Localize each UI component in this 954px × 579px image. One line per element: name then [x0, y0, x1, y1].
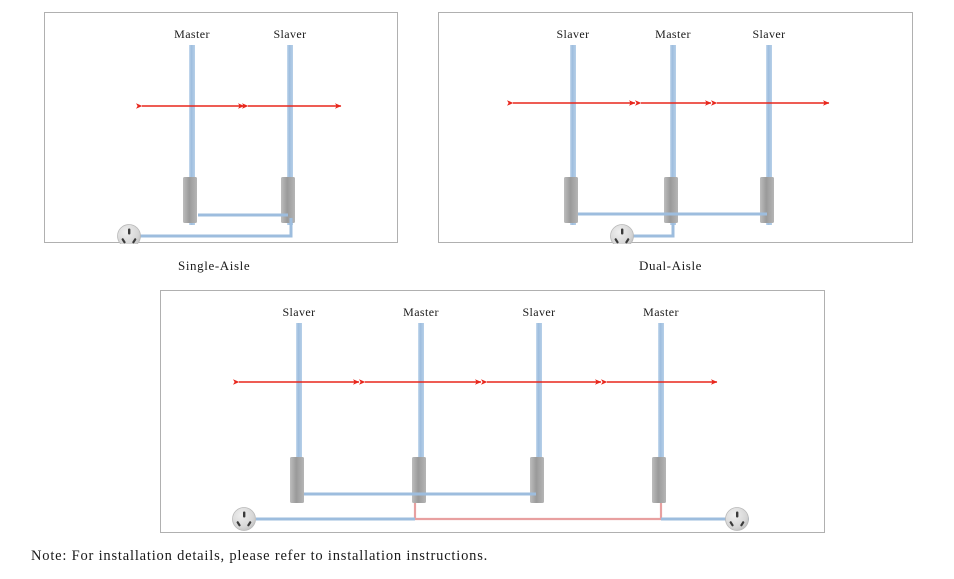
column-bar: [766, 45, 772, 225]
power-socket-icon: [117, 224, 141, 244]
column-label: Master: [643, 305, 679, 319]
panel-single-aisle: Master Slaver: [44, 12, 398, 244]
column-bar: [658, 323, 664, 503]
column-label: Master: [174, 27, 210, 41]
equipment-block: [290, 457, 304, 503]
column-label: Master: [655, 27, 691, 41]
equipment-block: [664, 177, 678, 223]
installation-note: Note: For installation details, please r…: [31, 548, 489, 564]
wire-red: [413, 503, 663, 521]
equipment-block: [530, 457, 544, 503]
power-socket-icon: [610, 224, 634, 244]
column-label: Slaver: [522, 305, 555, 319]
column-bar: [570, 45, 576, 225]
caption-single-aisle: Single-Aisle: [178, 258, 251, 273]
column-bar: [418, 323, 424, 503]
equipment-block: [183, 177, 197, 223]
column-label: Slaver: [556, 27, 589, 41]
column-bar: [670, 45, 676, 225]
power-socket-icon: [725, 507, 749, 531]
column-bar: [189, 45, 195, 225]
column-bar: [536, 323, 542, 503]
column-bar: [287, 45, 293, 225]
panel-dual-aisle: Slaver Master Slaver: [438, 12, 913, 244]
column-label: Slaver: [752, 27, 785, 41]
caption-dual-aisle: Dual-Aisle: [639, 258, 703, 273]
column-label: Slaver: [282, 305, 315, 319]
multi-aisle-drawing: Slaver Master Slaver Master: [232, 305, 749, 531]
panel-multi-aisle: Slaver Master Slaver Master: [160, 290, 825, 533]
equipment-block: [760, 177, 774, 223]
single-aisle-drawing: Master Slaver: [117, 27, 342, 244]
power-socket-icon: [232, 507, 256, 531]
equipment-block: [652, 457, 666, 503]
equipment-block: [281, 177, 295, 223]
wire-blue: [137, 218, 293, 238]
equipment-block: [412, 457, 426, 503]
column-label: Master: [403, 305, 439, 319]
column-label: Slaver: [273, 27, 306, 41]
dual-aisle-drawing: Slaver Master Slaver: [507, 27, 830, 244]
wire-blue: [632, 223, 675, 238]
equipment-block: [564, 177, 578, 223]
column-bar: [296, 323, 302, 503]
